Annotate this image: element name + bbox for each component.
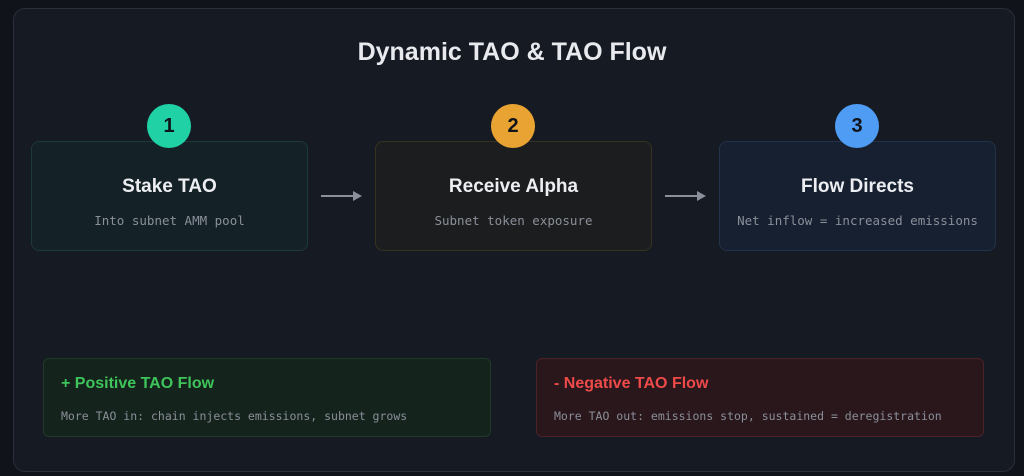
- flow-title: - Negative TAO Flow: [554, 375, 709, 392]
- flow-text: More TAO out: emissions stop, sustained …: [554, 409, 942, 423]
- positive-flow-card: + Positive TAO Flow More TAO in: chain i…: [43, 358, 491, 437]
- step-subtitle: Net inflow = increased emissions: [737, 213, 978, 228]
- step-1-badge: 1: [147, 104, 191, 148]
- flow-text: More TAO in: chain injects emissions, su…: [61, 409, 408, 423]
- diagram-title: Dynamic TAO & TAO Flow: [357, 38, 667, 66]
- step-flow-directs: Flow Directs Net inflow = increased emis…: [719, 141, 996, 251]
- step-title: Flow Directs: [801, 176, 914, 197]
- step-title: Stake TAO: [122, 176, 217, 197]
- step-subtitle: Into subnet AMM pool: [94, 213, 245, 228]
- step-3-badge: 3: [835, 104, 879, 148]
- step-2-badge: 2: [491, 104, 535, 148]
- step-stake-tao: Stake TAO Into subnet AMM pool: [31, 141, 308, 251]
- arrow-right-icon: [321, 191, 362, 201]
- arrow-right-icon: [665, 191, 706, 201]
- negative-flow-card: - Negative TAO Flow More TAO out: emissi…: [536, 358, 984, 437]
- step-subtitle: Subnet token exposure: [434, 213, 593, 228]
- step-receive-alpha: Receive Alpha Subnet token exposure: [375, 141, 652, 251]
- flow-title: + Positive TAO Flow: [61, 375, 215, 392]
- step-title: Receive Alpha: [448, 176, 579, 197]
